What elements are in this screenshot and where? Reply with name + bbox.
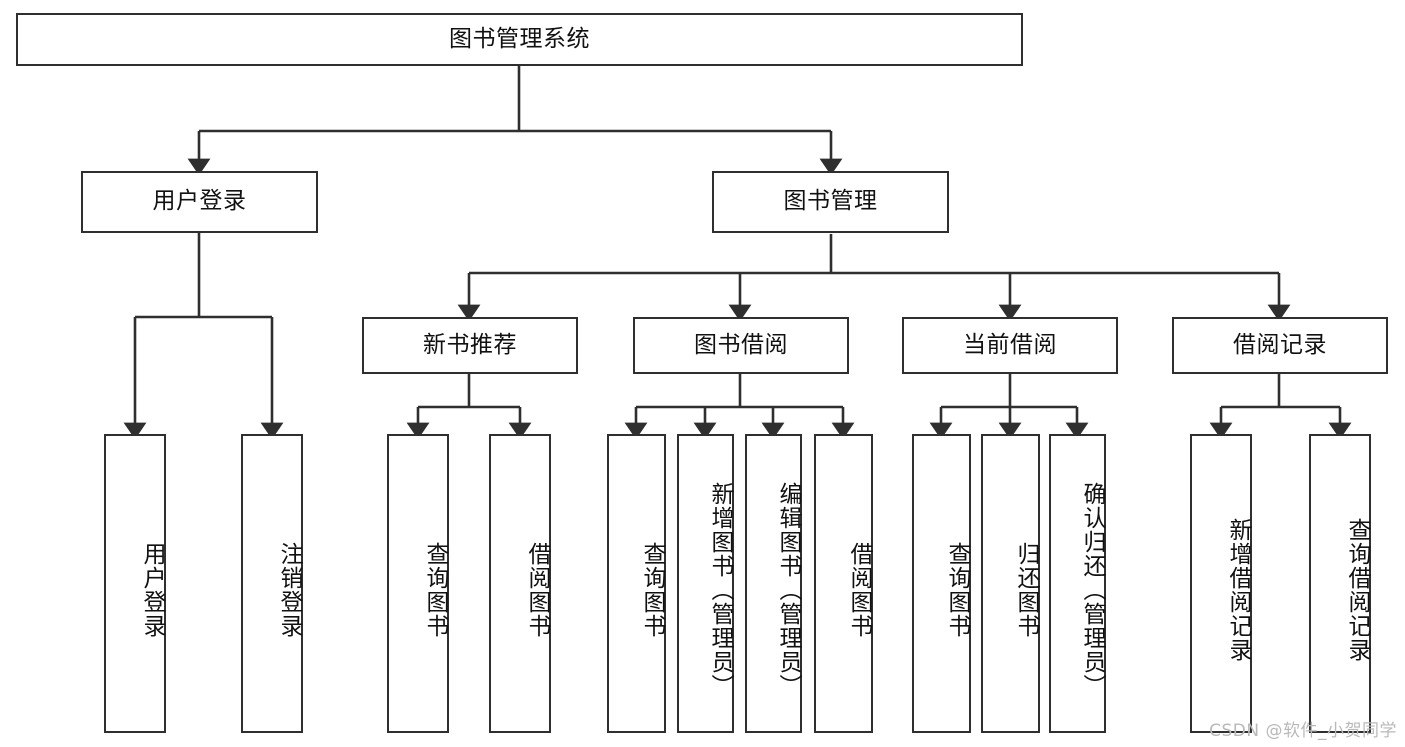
node-leaf-user-login-label: 用户登录: [139, 541, 165, 638]
watermark-text: CSDN @软件_小贺同学: [1209, 721, 1397, 741]
node-leaf-edit-book[interactable]: 编辑图书（管理员）: [745, 434, 802, 733]
node-book-manage-label: 图书管理: [783, 188, 878, 215]
node-leaf-query-record[interactable]: 查询借阅记录: [1309, 434, 1371, 733]
node-leaf-confirm-return[interactable]: 确认归还（管理员）: [1049, 434, 1106, 733]
node-leaf-borrow-book-1-label: 借阅图书: [524, 541, 550, 638]
node-leaf-add-book[interactable]: 新增图书（管理员）: [677, 434, 734, 733]
node-leaf-borrow-book-1[interactable]: 借阅图书: [489, 434, 551, 733]
node-book-borrow-label: 图书借阅: [694, 331, 788, 358]
node-leaf-logout[interactable]: 注销登录: [241, 434, 303, 733]
node-leaf-borrow-book-2-label: 借阅图书: [846, 541, 872, 638]
node-leaf-query-book-2-label: 查询图书: [639, 541, 665, 638]
node-leaf-add-record[interactable]: 新增借阅记录: [1190, 434, 1252, 733]
node-current-borrow[interactable]: 当前借阅: [902, 317, 1118, 374]
node-leaf-add-record-label: 新增借阅记录: [1225, 517, 1251, 662]
node-borrow-record[interactable]: 借阅记录: [1172, 317, 1388, 374]
node-leaf-query-book-1[interactable]: 查询图书: [387, 434, 449, 733]
node-leaf-logout-label: 注销登录: [276, 541, 302, 638]
node-borrow-record-label: 借阅记录: [1233, 331, 1327, 358]
node-root-label: 图书管理系统: [449, 25, 590, 52]
node-leaf-return-book-label: 归还图书: [1013, 541, 1039, 638]
node-leaf-query-record-label: 查询借阅记录: [1344, 517, 1370, 662]
node-leaf-query-book-2[interactable]: 查询图书: [607, 434, 666, 733]
node-current-borrow-label: 当前借阅: [963, 331, 1057, 358]
node-leaf-edit-book-label: 编辑图书（管理员）: [775, 481, 801, 698]
node-user-login-label: 用户登录: [152, 188, 247, 215]
node-leaf-user-login[interactable]: 用户登录: [104, 434, 166, 733]
node-root[interactable]: 图书管理系统: [16, 13, 1023, 66]
node-user-login[interactable]: 用户登录: [81, 171, 318, 233]
node-leaf-borrow-book-2[interactable]: 借阅图书: [814, 434, 873, 733]
node-leaf-query-book-3-label: 查询图书: [944, 541, 970, 638]
node-leaf-return-book[interactable]: 归还图书: [981, 434, 1040, 733]
node-new-book-rec[interactable]: 新书推荐: [362, 317, 578, 374]
node-book-manage[interactable]: 图书管理: [712, 171, 949, 233]
node-leaf-add-book-label: 新增图书（管理员）: [707, 481, 733, 698]
node-leaf-query-book-3[interactable]: 查询图书: [912, 434, 971, 733]
node-book-borrow[interactable]: 图书借阅: [633, 317, 849, 374]
node-leaf-confirm-return-label: 确认归还（管理员）: [1079, 481, 1105, 698]
node-leaf-query-book-1-label: 查询图书: [422, 541, 448, 638]
node-new-book-rec-label: 新书推荐: [423, 331, 517, 358]
